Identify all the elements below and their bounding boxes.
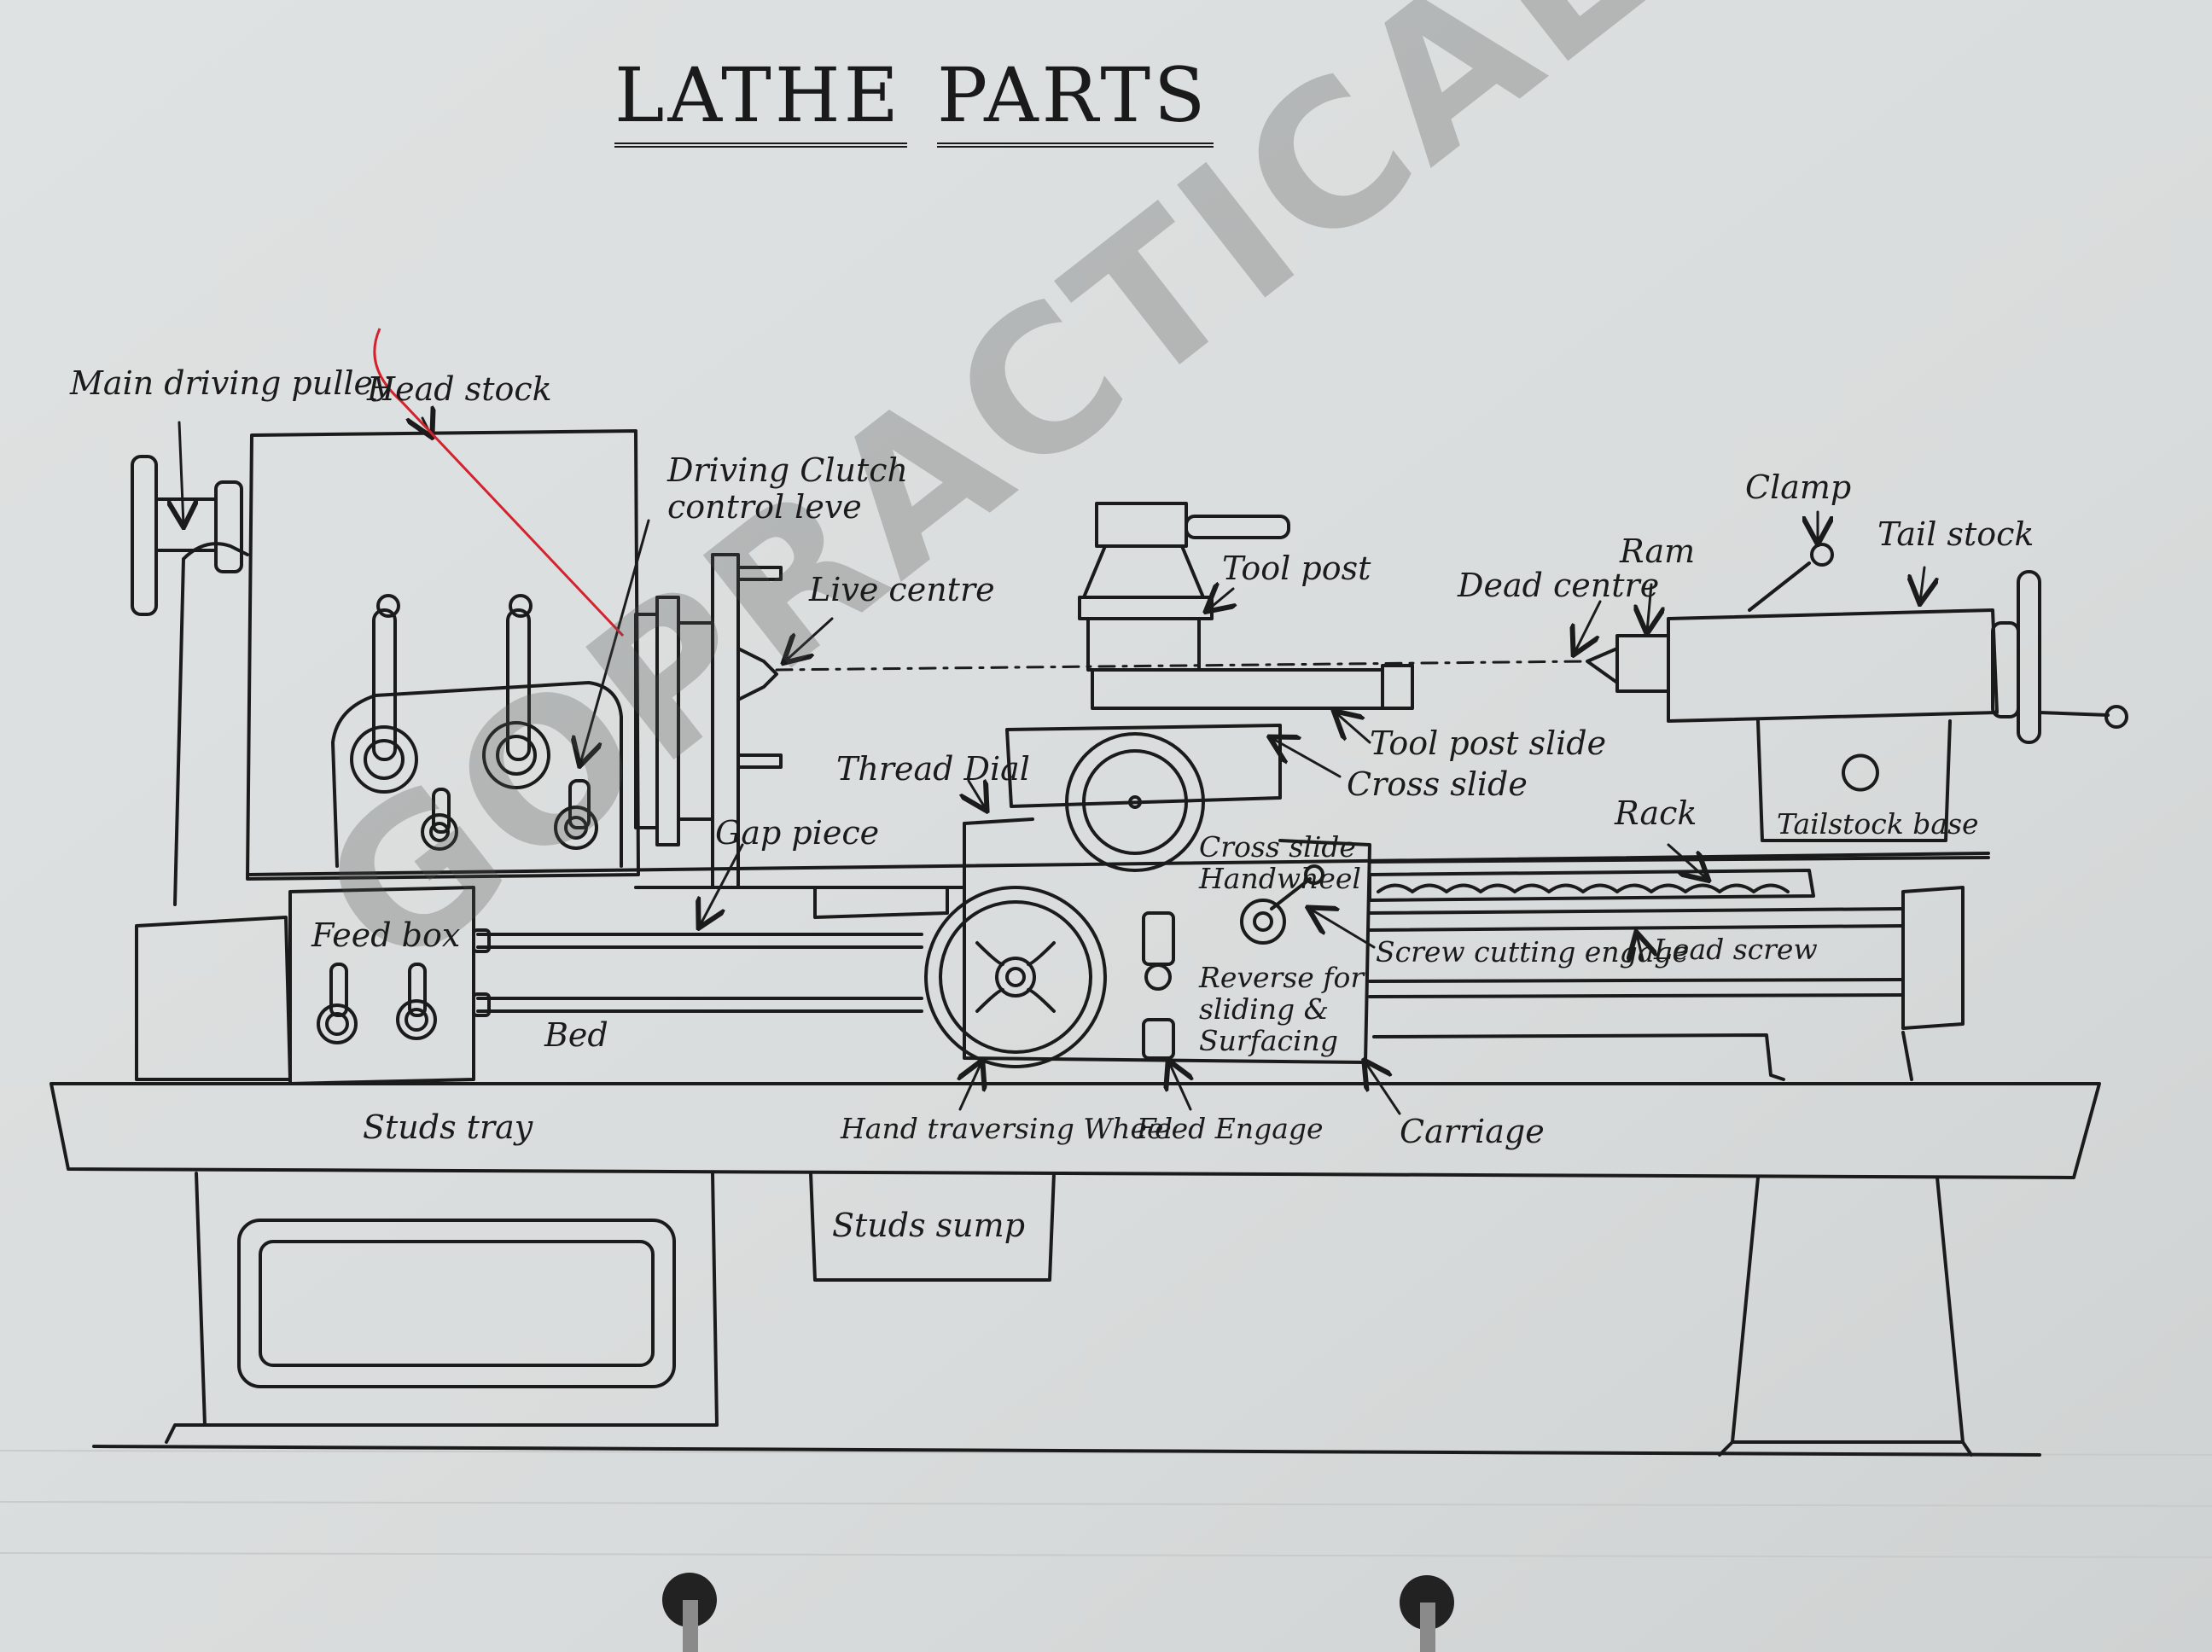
label-dead-centre: Dead centre [1458,567,1660,604]
lathe-stand-drawing [49,1082,2101,1457]
carriage-drawing [924,724,1371,1068]
label-ram: Ram [1620,532,1696,570]
tailstock-drawing [1586,543,2128,842]
label-carriage: Carriage [1400,1113,1545,1150]
label-clamp: Clamp [1745,468,1852,506]
binder-screws [662,1573,1454,1652]
label-cross-slide-handwheel-line2: Handwheel [1199,861,1361,895]
headstock-drawing [173,429,640,906]
label-studs-tray: Studs tray [363,1108,533,1146]
label-rack: Rack [1615,794,1697,832]
label-thread-dial: Thread Dial [836,750,1030,788]
centre-line [775,660,1589,672]
label-tool-post-slide: Tool post slide [1370,724,1607,762]
label-cross-slide-handwheel: Cross slide Handwheel [1199,830,1361,895]
label-main-driving-pulley: Main driving pulley [70,364,392,402]
label-driving-clutch-line2: control leve [667,487,862,526]
label-feed-engage: Feed Engage [1137,1112,1324,1145]
title-word-lathe: LATHE [614,51,907,148]
feed-box-drawing [135,886,491,1085]
label-cross-slide-handwheel-line1: Cross slide [1199,830,1356,864]
label-reverse-line3: Surfacing [1199,1023,1338,1057]
label-lead-screw: Lead screw [1654,933,1818,966]
label-driving-clutch: Driving Clutch control leve [667,452,908,525]
label-screw-cutting-engage: Screw cutting engage [1376,935,1690,969]
label-studs-sump: Studs sump [832,1207,1026,1244]
label-feed-box: Feed box [311,916,461,954]
main-driving-pulley-drawing [131,455,243,616]
label-bed: Bed [544,1016,608,1054]
label-reverse-sliding-surfacing: Reverse for sliding & Surfacing [1199,961,1365,1057]
page-title: LATHE PARTS [614,51,1239,148]
tool-post-drawing [1078,502,1414,710]
label-tail-stock: Tail stock [1877,515,2034,553]
label-cross-slide: Cross slide [1347,765,1528,803]
label-reverse-line1: Reverse for [1199,961,1365,994]
label-hand-traversing-wheel: Hand traversing Wheel [841,1112,1173,1145]
red-pen-stroke [373,328,625,637]
label-live-centre: Live centre [809,571,995,608]
label-head-stock: Head stock [367,370,552,408]
title-word-parts: PARTS [936,51,1214,148]
label-gap-piece: Gap piece [715,814,880,852]
label-reverse-line2: sliding & [1199,992,1329,1026]
label-tool-post: Tool post [1222,550,1371,587]
label-tailstock-base: Tailstock base [1777,807,1979,841]
bed-drawing [246,852,1990,1081]
label-driving-clutch-line1: Driving Clutch [667,451,909,489]
label-arrows [179,418,1924,1115]
